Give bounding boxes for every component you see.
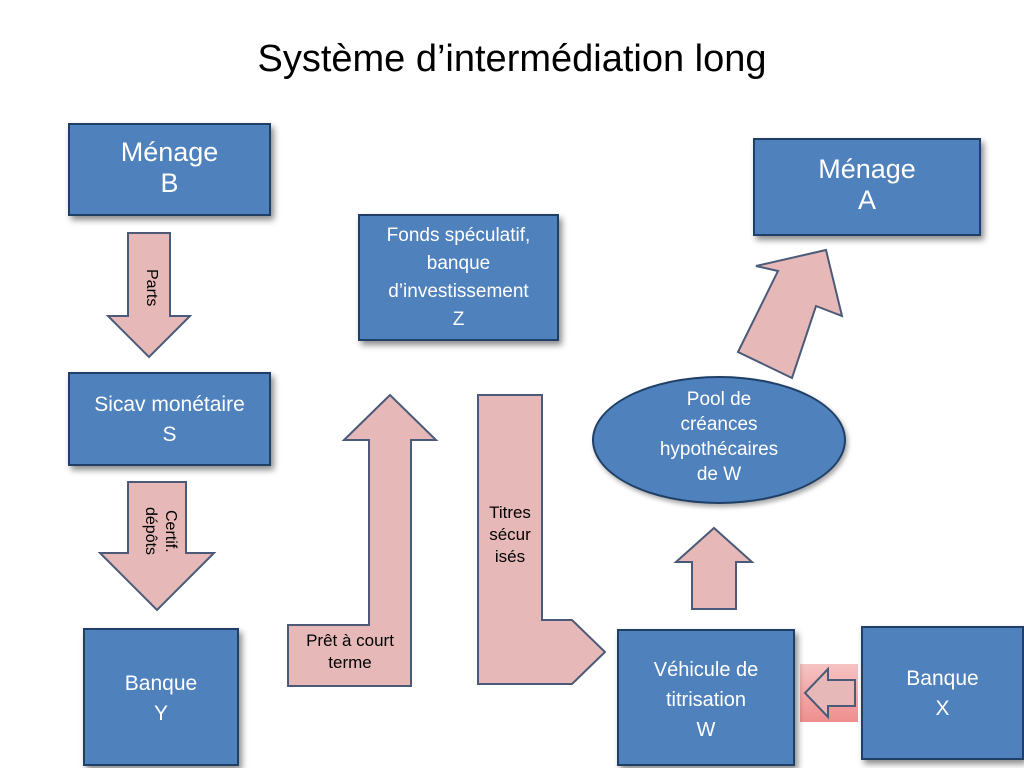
diagram-title: Système d’intermédiation long [257, 38, 767, 80]
arrow-certif-depots [97, 481, 217, 612]
node-pool-creances: Pool de créances hypothécaires de W [592, 376, 846, 504]
label-titres-securises: Titres sécur isés [489, 503, 531, 566]
label-parts: Parts [143, 269, 160, 307]
arrow-titres-securises [477, 394, 607, 685]
arrow-pret-court-terme [287, 393, 439, 687]
node-menage-a: Ménage A [753, 138, 981, 236]
node-sicav-monetaire: Sicav monétaire S [68, 372, 271, 466]
label-pret-court-terme: Prêt à court terme [306, 631, 394, 672]
arrow-pool-to-menage-a [736, 248, 844, 380]
arrow-banque-x-to-vehicule [803, 666, 856, 720]
node-banque-x: Banque X [861, 626, 1024, 760]
node-banque-y: Banque Y [83, 628, 239, 766]
node-vehicule-titrisation: Véhicule de titrisation W [617, 629, 795, 766]
node-fonds-speculatif: Fonds spéculatif, banque d’investissemen… [358, 214, 559, 341]
arrow-parts [105, 232, 193, 359]
label-certif-depots: Certif. dépôts [142, 506, 179, 556]
arrow-vehicule-to-pool [673, 526, 755, 610]
node-menage-b: Ménage B [68, 123, 271, 216]
